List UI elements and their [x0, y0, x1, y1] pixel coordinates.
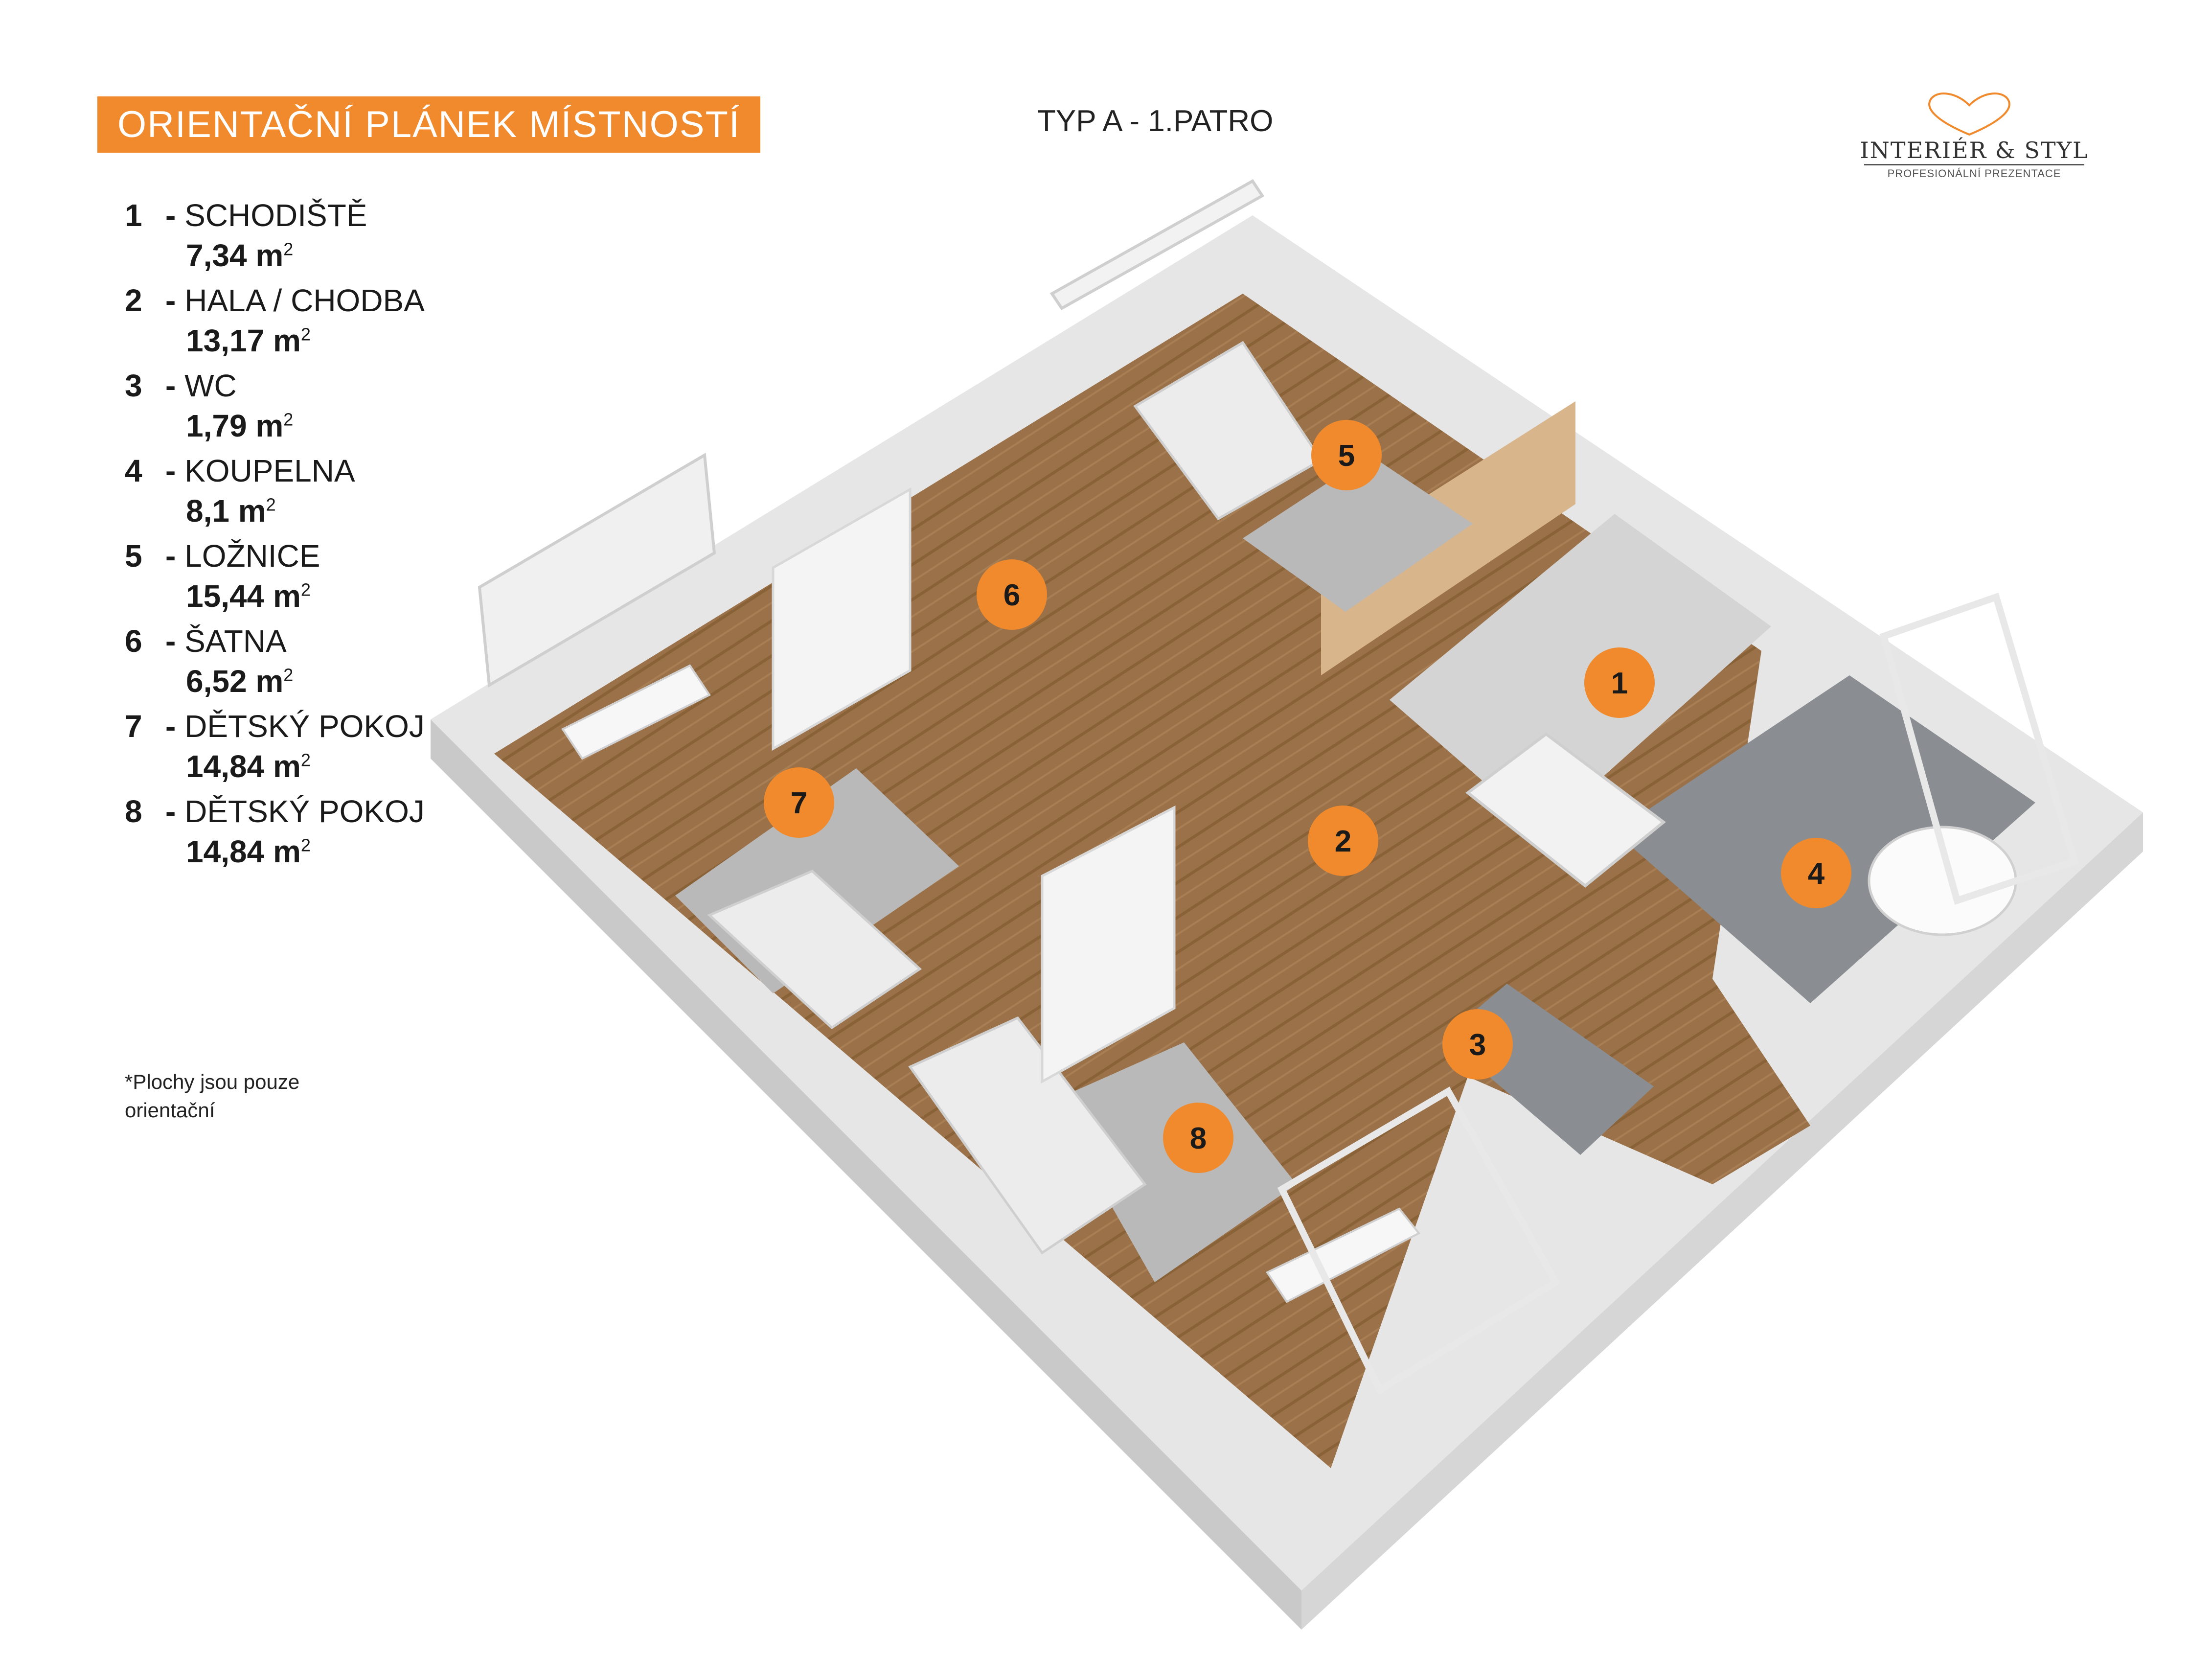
outer-wall-front-right	[1301, 812, 2143, 1630]
svg-text:8: 8	[1190, 1122, 1207, 1155]
page-title: ORIENTAČNÍ PLÁNEK MÍSTNOSTÍ	[117, 104, 740, 145]
svg-text:6: 6	[1003, 578, 1020, 612]
logo-brand-name: INTERIÉR & STYL	[1860, 137, 2089, 163]
svg-text:2: 2	[1335, 825, 1351, 858]
legend-number: 7	[125, 709, 142, 744]
legend-room-area: 14,84 m2	[186, 834, 311, 869]
brand-logo: INTERIÉR & STYL PROFESIONÁLNÍ PREZENTACE	[1859, 88, 2089, 186]
title-banner: ORIENTAČNÍ PLÁNEK MÍSTNOSTÍ	[97, 96, 760, 153]
note-line: orientační	[125, 1099, 215, 1122]
legend-room-name: - LOŽNICE	[165, 538, 320, 574]
bed-room-8	[908, 1016, 1147, 1255]
legend-item: 2 - HALA / CHODBA 13,17 m2	[125, 278, 565, 364]
wardrobe-hall	[1041, 805, 1176, 1084]
legend-room-area: 15,44 m2	[186, 578, 311, 614]
legend-room-area: 1,79 m2	[186, 408, 294, 443]
legend-room-name: - DĚTSKÝ POKOJ	[165, 709, 425, 744]
svg-text:7: 7	[791, 786, 807, 820]
svg-text:5: 5	[1338, 439, 1355, 473]
room-marker-8: 8	[1163, 1103, 1233, 1173]
logo-heart-icon	[1928, 92, 2010, 136]
room-marker-7: 7	[764, 767, 834, 838]
logo-divider	[1864, 164, 2084, 165]
skylight-room-8	[1277, 1086, 1561, 1395]
legend-number: 1	[125, 198, 142, 233]
legend-item: 7 - DĚTSKÝ POKOJ 14,84 m2	[125, 704, 565, 789]
legend-room-area: 14,84 m2	[186, 749, 311, 784]
room-legend: 1 - SCHODIŠTĚ 7,34 m2 2 - HALA / CHODBA …	[125, 193, 565, 875]
stair-room-walls	[1390, 514, 1771, 832]
legend-item: 5 - LOŽNICE 15,44 m2	[125, 534, 565, 619]
room-marker-1: 1	[1584, 647, 1655, 718]
legend-room-name: - WC	[165, 368, 237, 403]
legend-item: 1 - SCHODIŠTĚ 7,34 m2	[125, 193, 565, 278]
legend-item: 6 - ŠATNA 6,52 m2	[125, 619, 565, 704]
logo-tagline: PROFESIONÁLNÍ PREZENTACE	[1887, 167, 2061, 180]
bed-room-7	[707, 870, 922, 1030]
legend-item: 8 - DĚTSKÝ POKOJ 14,84 m2	[125, 789, 565, 875]
floor-subtitle: TYP A - 1.PATRO	[1037, 104, 1274, 138]
skylight-left	[478, 453, 716, 688]
stairs	[1465, 732, 1666, 888]
legend-room-area: 7,34 m2	[186, 238, 294, 273]
logo-monogram	[1920, 88, 2018, 137]
legend-room-area: 6,52 m2	[186, 664, 294, 699]
rug-room-5	[1243, 455, 1473, 612]
note-line: *Plochy jsou pouze	[125, 1070, 300, 1093]
room-marker-4: 4	[1781, 838, 1851, 908]
room-marker-5: 5	[1311, 420, 1382, 490]
desk-room-7	[561, 664, 711, 760]
legend-item: 3 - WC 1,79 m2	[125, 364, 565, 449]
legend-room-name: - DĚTSKÝ POKOJ	[165, 794, 425, 829]
skylight-top	[1049, 179, 1265, 310]
legend-number: 8	[125, 794, 142, 829]
room-marker-2: 2	[1308, 806, 1378, 876]
legend-room-name: - KOUPELNA	[165, 453, 355, 488]
legend-room-area: 8,1 m2	[186, 493, 276, 529]
legend-number: 4	[125, 453, 142, 488]
room-marker-6: 6	[977, 559, 1047, 630]
legend-number: 6	[125, 623, 142, 659]
legend-room-area: 13,17 m2	[186, 323, 311, 358]
shelf-unit-room-6	[772, 487, 912, 751]
svg-text:1: 1	[1611, 667, 1628, 700]
legend-number: 5	[125, 538, 142, 574]
svg-text:4: 4	[1808, 857, 1825, 891]
skylight-bathroom	[1879, 592, 2079, 905]
legend-number: 3	[125, 368, 142, 403]
area-disclaimer: *Plochy jsou pouze orientační	[125, 1068, 299, 1125]
svg-text:3: 3	[1469, 1028, 1486, 1062]
legend-room-name: - SCHODIŠTĚ	[165, 198, 367, 233]
desk-room-8	[1266, 1207, 1421, 1303]
outer-wall-front-left	[431, 719, 1301, 1630]
legend-room-name: - ŠATNA	[165, 623, 287, 659]
legend-room-name: - HALA / CHODBA	[165, 283, 425, 318]
legend-item: 4 - KOUPELNA 8,1 m2	[125, 449, 565, 534]
room-marker-3: 3	[1442, 1009, 1513, 1080]
legend-number: 2	[125, 283, 142, 318]
